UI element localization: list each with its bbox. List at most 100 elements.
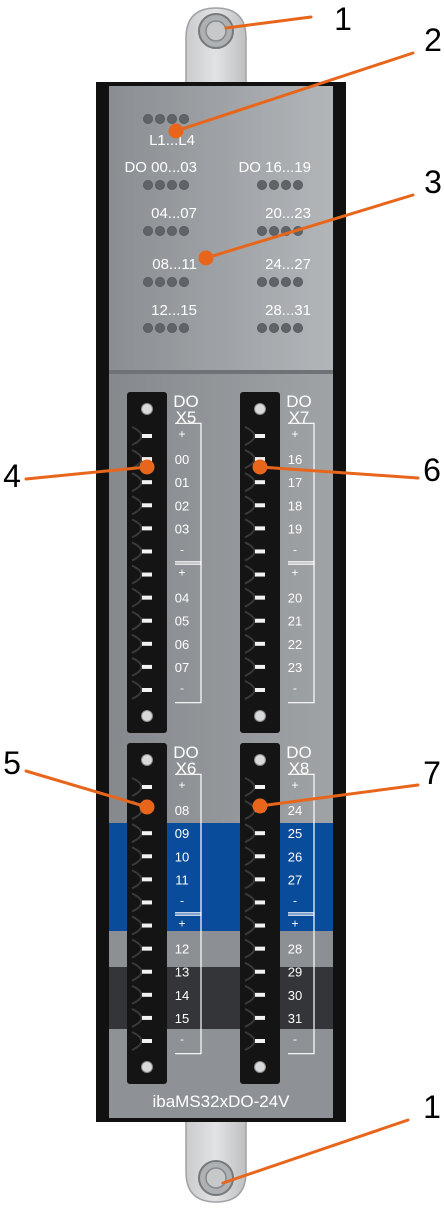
- connector-screw-icon: [141, 1061, 153, 1073]
- connector-name: X8: [289, 759, 310, 778]
- pin-label: 09: [175, 826, 189, 841]
- terminal-pin: [255, 785, 265, 789]
- pin-label: +: [178, 917, 185, 931]
- terminal-pin: [255, 1039, 265, 1043]
- pin-label: 01: [175, 475, 189, 490]
- pin-label: 15: [175, 1011, 189, 1026]
- callout-connector-x6: 5: [3, 745, 155, 815]
- terminal-clamp: [131, 1008, 143, 1028]
- pin-label: 24: [288, 803, 302, 818]
- pin-label: -: [293, 681, 297, 695]
- do-led: [178, 322, 189, 333]
- pin-label: 04: [175, 591, 189, 606]
- terminal-clamp: [244, 541, 256, 562]
- terminal-pin: [255, 688, 265, 692]
- terminal-pin: [142, 923, 152, 928]
- terminal-pin: [142, 457, 152, 462]
- pin-label: 21: [288, 614, 302, 629]
- terminal-pin: [142, 831, 152, 836]
- terminal-block: [127, 392, 167, 733]
- callout-number: 1: [334, 1, 352, 37]
- callout-number: 3: [424, 164, 442, 200]
- terminal-clamp: [244, 633, 256, 654]
- terminal-pin: [142, 641, 152, 646]
- pin-label: 27: [288, 872, 302, 887]
- callout-number: 4: [3, 458, 21, 494]
- terminal-clamp: [244, 610, 256, 631]
- pin-label: +: [291, 566, 298, 580]
- terminal-clamp: [244, 449, 256, 469]
- do-led: [154, 322, 165, 333]
- terminal-pin: [255, 457, 265, 462]
- terminal-pin: [255, 877, 265, 882]
- connector-name: X6: [176, 759, 197, 778]
- callout-dot: [252, 459, 268, 475]
- mount-tab-top: [185, 7, 247, 85]
- terminal-pin: [142, 549, 152, 554]
- pin-label: +: [291, 917, 298, 931]
- pin-label: 12: [175, 942, 189, 957]
- callout-connector-x8: 7: [252, 755, 441, 814]
- connector-prefix: DO: [286, 392, 312, 411]
- pin-label: -: [180, 681, 184, 695]
- do-led: [292, 322, 303, 333]
- callout-leader: [224, 15, 313, 30]
- terminal-pin: [255, 1015, 265, 1020]
- terminal-pin: [255, 923, 265, 928]
- terminal-pin: [255, 992, 265, 997]
- terminal-pin: [255, 854, 265, 859]
- terminal-clamp: [244, 587, 256, 608]
- status-led: [142, 114, 153, 125]
- do-led: [280, 179, 291, 190]
- callout-do-led-matrix: 3: [198, 164, 442, 266]
- terminal-pin: [142, 946, 152, 951]
- do-led: [268, 322, 279, 333]
- connector-screw-icon: [141, 710, 153, 722]
- terminal-pin: [142, 969, 152, 974]
- pin-label: 17: [288, 475, 302, 490]
- callout-number: 7: [423, 755, 441, 791]
- terminal-clamp: [244, 823, 256, 844]
- terminal-pin: [255, 572, 265, 577]
- do-led: [142, 322, 153, 333]
- terminal-pin: [142, 992, 152, 997]
- terminal-pin: [142, 503, 152, 508]
- terminal-clamp: [131, 449, 143, 469]
- pin-label: 14: [175, 988, 189, 1003]
- pin-label: -: [293, 1032, 297, 1046]
- connector-screw-icon: [141, 754, 153, 766]
- callout-dot: [168, 123, 184, 139]
- do-led: [256, 276, 267, 287]
- terminal-pin: [255, 969, 265, 974]
- pin-label: 29: [288, 965, 302, 980]
- do-led: [268, 179, 279, 190]
- terminal-pin: [142, 595, 152, 600]
- terminal-pin: [255, 831, 265, 836]
- pin-label: 11: [175, 872, 189, 887]
- do-led: [154, 179, 165, 190]
- terminal-clamp: [244, 564, 256, 585]
- pin-label: 02: [175, 498, 189, 513]
- callout-connector-x5: 4: [3, 458, 155, 494]
- connector-prefix: DO: [173, 392, 199, 411]
- terminal-pin: [255, 618, 265, 623]
- terminal-clamp: [244, 657, 256, 677]
- callout-number: 6: [423, 452, 441, 488]
- terminal-pin: [142, 854, 152, 859]
- callouts: 12 3 4 5 6 7 1: [3, 1, 442, 1185]
- callout-leader: [258, 465, 420, 480]
- connector-prefix: DO: [286, 743, 312, 762]
- terminal-clamp: [244, 777, 256, 797]
- callout-mount-top: 1: [224, 1, 352, 37]
- terminal-clamp: [244, 892, 256, 913]
- terminal-clamp: [131, 657, 143, 677]
- do-led: [154, 276, 165, 287]
- connector-prefix: DO: [173, 743, 199, 762]
- pin-label: 23: [288, 660, 302, 675]
- pin-label: -: [293, 893, 297, 907]
- pin-label: 26: [288, 849, 302, 864]
- callout-leader: [258, 783, 420, 808]
